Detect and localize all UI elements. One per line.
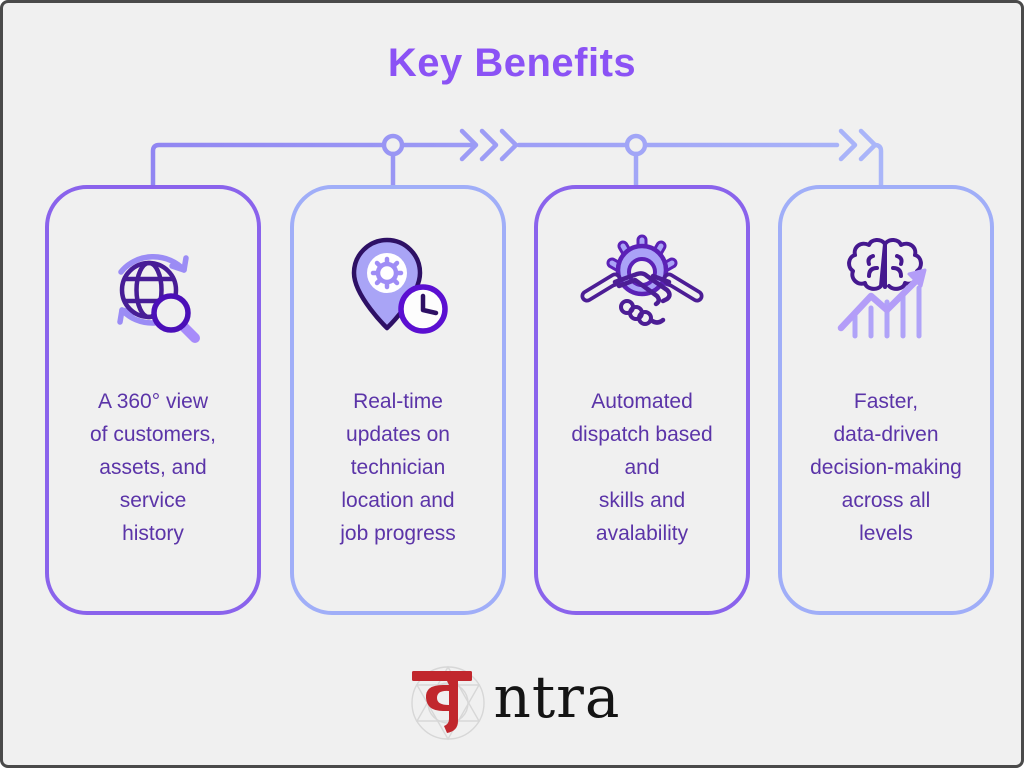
chevron-group-1 (459, 128, 519, 162)
benefit-card-realtime-updates: Real-time updates on technician location… (290, 185, 506, 615)
globe-search-sync-icon (49, 227, 257, 355)
tntra-logo: ntra (3, 655, 1021, 747)
flow-connector (150, 128, 884, 188)
page-title: Key Benefits (387, 41, 637, 85)
tntra-logo-mark-icon (410, 665, 485, 741)
connector-segment-right (871, 142, 884, 188)
connector-node-1 (381, 133, 405, 157)
connector-segment-left (150, 142, 474, 188)
chevron-group-2 (838, 128, 878, 162)
benefit-text: Real-time updates on technician location… (340, 390, 456, 545)
benefit-text: A 360° view of customers, assets, and se… (89, 390, 217, 545)
benefit-text: Faster, data-driven decision-making acro… (810, 390, 962, 545)
logo-wordmark: ntra (493, 663, 621, 731)
brain-growth-chart-icon (782, 227, 990, 355)
benefit-card-automated-dispatch: Automated dispatch based and skills and … (534, 185, 750, 615)
connector-node-2 (624, 133, 648, 157)
location-pin-gear-clock-icon (294, 227, 502, 355)
benefit-text: Automated dispatch based and skills and … (571, 390, 713, 545)
logo-ta-glyph (411, 671, 472, 733)
benefit-card-data-driven: Faster, data-driven decision-making acro… (778, 185, 994, 615)
benefit-card-360-view: A 360° view of customers, assets, and se… (45, 185, 261, 615)
handshake-gear-icon (538, 227, 746, 355)
